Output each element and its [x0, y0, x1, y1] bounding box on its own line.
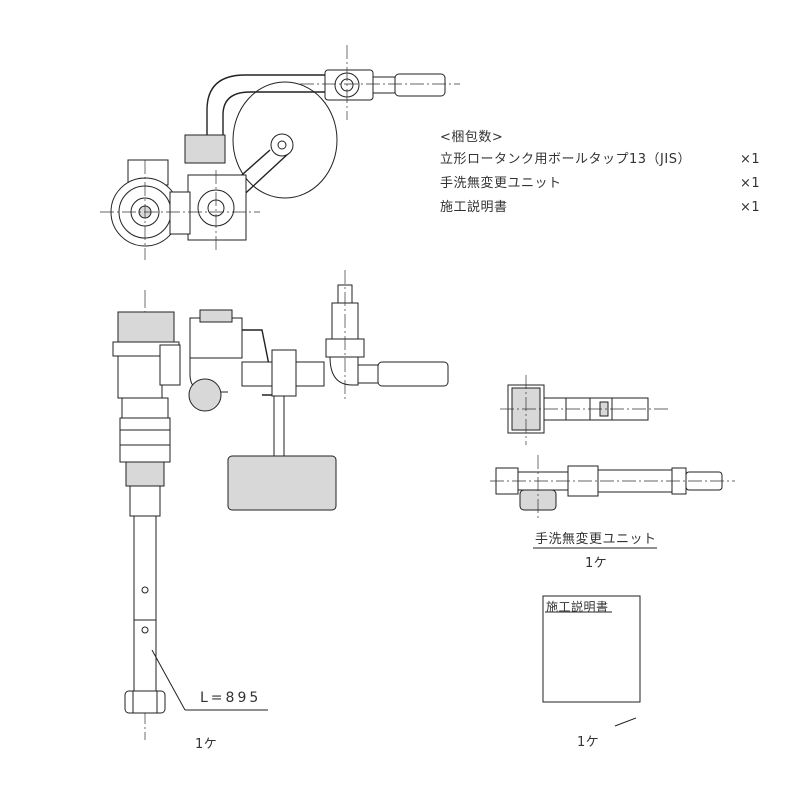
package-list-heading: <梱包数> — [440, 130, 504, 145]
manual-quantity: 1ケ — [577, 735, 600, 750]
manual-label: 施工説明書 — [546, 600, 609, 614]
ball-tap-quantity: 1ケ — [195, 737, 218, 752]
package-item-name: 立形ロータンク用ボールタップ13（JIS） — [440, 152, 691, 167]
package-item-name: 施工説明書 — [440, 200, 508, 215]
unit-drawing — [490, 375, 735, 549]
package-item-qty: ×1 — [740, 176, 761, 191]
dimension-label: L=895 — [200, 690, 262, 706]
package-item-qty: ×1 — [740, 200, 761, 215]
unit-label: 手洗無変更ユニット — [535, 532, 657, 547]
manual-box — [542, 595, 641, 703]
unit-quantity: 1ケ — [585, 556, 608, 571]
top-view-ball-tap — [100, 45, 460, 260]
package-item-name: 手洗無変更ユニット — [440, 176, 562, 191]
package-item-qty: ×1 — [740, 152, 761, 167]
front-view-ball-tap — [112, 270, 449, 740]
